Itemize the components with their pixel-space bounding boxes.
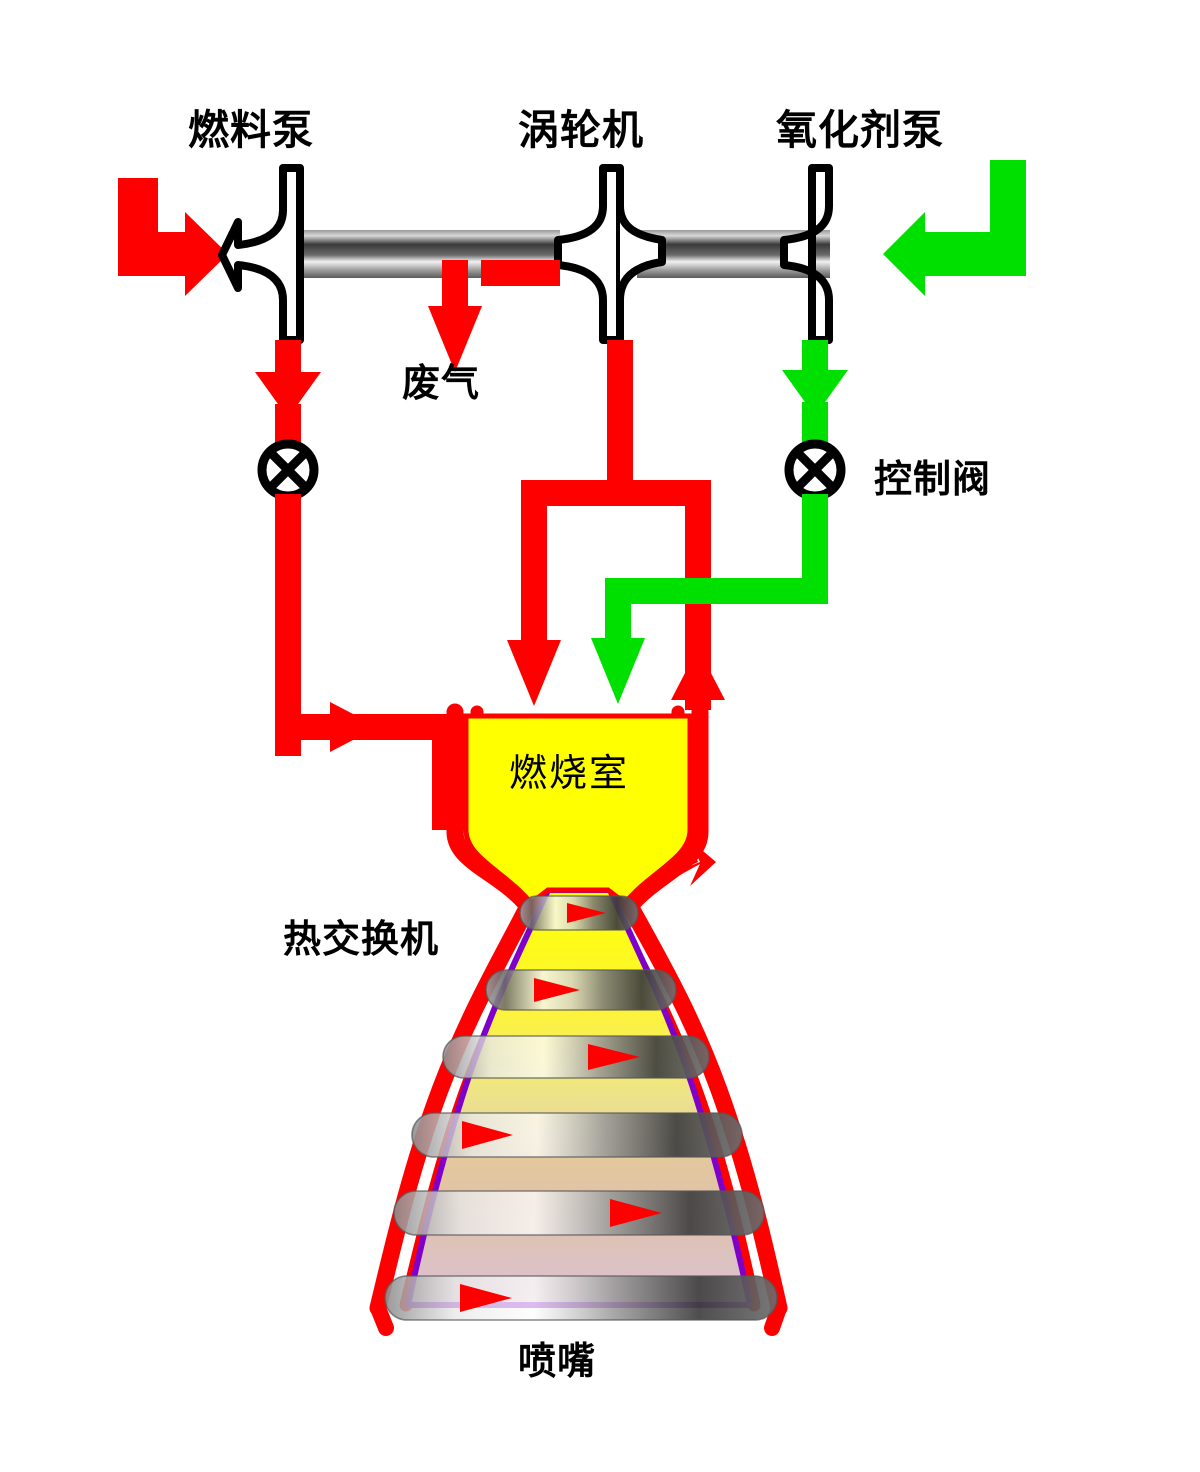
label-nozzle: 喷嘴	[518, 1339, 597, 1383]
heat-exchanger-band	[442, 1035, 710, 1079]
label-combustion-chamber: 燃烧室	[509, 751, 630, 795]
heat-exchanger-band	[393, 1190, 765, 1236]
fuel-pump-outlet-flow	[255, 340, 321, 444]
label-heat-exchanger: 热交换机	[283, 917, 440, 961]
label-exhaust: 废气	[402, 361, 481, 405]
label-oxidizer-pump: 氧化剂泵	[776, 106, 944, 154]
oxidizer-pump	[780, 164, 833, 344]
combustion-chamber	[463, 713, 693, 907]
fuel-inlet-flow	[118, 178, 228, 296]
heat-exchanger-band	[411, 1112, 743, 1158]
turbine-exhaust-flow	[428, 260, 560, 372]
oxidizer-to-chamber-flow	[591, 494, 828, 704]
nozzle	[405, 887, 753, 1308]
fuel-control-valve[interactable]	[257, 439, 319, 501]
oxidizer-pump-outlet-flow	[782, 340, 848, 444]
fuel-pump	[218, 164, 304, 344]
label-fuel-pump: 燃料泵	[188, 106, 314, 154]
oxidizer-inlet-flow	[883, 160, 1026, 296]
fuel-to-jacket-flow	[275, 494, 458, 830]
heat-exchanger-band	[384, 1275, 778, 1321]
label-turbine: 涡轮机	[518, 106, 644, 154]
turbine	[554, 164, 666, 344]
oxidizer-control-valve[interactable]	[784, 439, 846, 501]
label-control-valve: 控制阀	[874, 457, 992, 501]
heat-exchanger-band	[519, 895, 639, 931]
heat-exchanger-bands	[384, 895, 778, 1321]
heat-exchanger-band	[485, 969, 677, 1011]
